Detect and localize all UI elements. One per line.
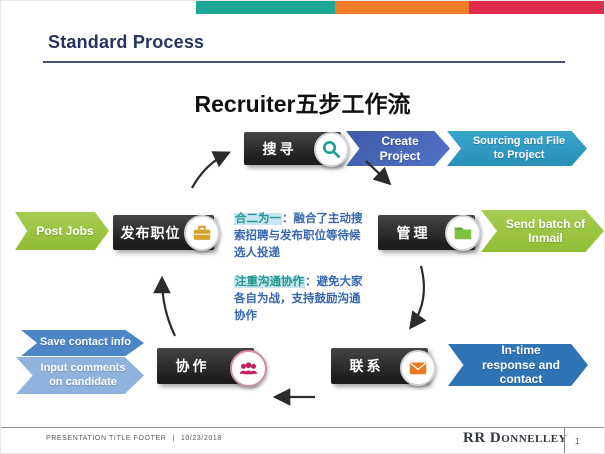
search-badge <box>314 132 349 167</box>
footer-date: 10/23/2018 <box>180 435 222 442</box>
brand-logo: RR Donnelley <box>463 430 567 446</box>
note-merge-highlight: 合二为一 <box>234 213 282 225</box>
ribbon-send-batch-label: Send batch of Inmail <box>505 216 586 245</box>
ribbon-post-jobs-label: Post Jobs <box>36 223 94 238</box>
contact-badge <box>400 350 436 386</box>
step-label-manage: 管理 <box>396 224 431 241</box>
step-label-collaborate: 协作 <box>175 358 210 374</box>
manage-badge <box>445 215 481 251</box>
ribbon-post-jobs: Post Jobs <box>15 212 109 250</box>
mail-icon <box>409 362 427 375</box>
ribbon-send-batch: Send batch of Inmail <box>481 210 604 252</box>
briefcase-icon <box>193 225 211 240</box>
accent-bar-teal <box>196 1 335 14</box>
ribbon-save-contact: Save contact info <box>21 330 144 356</box>
note-merge: 合二为一：融合了主动搜索招聘与发布职位等待候选人投递 <box>234 211 371 262</box>
step-label-post-jobs: 发布职位 <box>120 224 181 241</box>
ribbon-in-time: In-time response and contact <box>448 344 588 386</box>
page-title: Standard Process <box>48 32 205 52</box>
step-label-contact: 联系 <box>349 358 384 374</box>
ribbon-input-comments-label: Input comments on candidate <box>40 362 126 388</box>
arrow-manage-to-contact <box>409 265 427 330</box>
accent-bar-orange <box>335 1 469 14</box>
footer-divider <box>564 427 565 453</box>
ribbon-sourcing: Sourcing and File to Project <box>447 131 587 166</box>
title-underline <box>43 61 565 63</box>
magnifier-icon <box>322 140 341 159</box>
arrow-collaborate-to-postjobs <box>153 275 176 337</box>
diagram-heading: Recruiter五步工作流 <box>194 91 411 117</box>
ribbon-sourcing-label: Sourcing and File to Project <box>472 135 566 161</box>
people-icon <box>239 362 258 375</box>
folder-icon <box>454 227 472 240</box>
page-number: 1 <box>575 437 580 446</box>
step-label-search: 搜寻 <box>262 140 297 157</box>
note-merge-body: ：融合了主动搜索招聘与发布职位等待候选人投递 <box>234 213 363 259</box>
ribbon-save-contact-label: Save contact info <box>39 336 132 349</box>
ribbon-in-time-label: In-time response and contact <box>481 343 561 387</box>
footer-text: PRESENTATION TITLE FOOTER | 10/23/2018 <box>46 435 222 442</box>
center-notes: 合二为一：融合了主动搜索招聘与发布职位等待候选人投递 注重沟通协作：避免大家各自… <box>234 211 371 325</box>
ribbon-input-comments: Input comments on candidate <box>16 357 144 394</box>
note-collaboration-highlight: 注重沟通协作 <box>234 276 305 288</box>
ribbon-create-project: Create Project <box>346 131 450 166</box>
accent-bar-red <box>469 1 604 14</box>
footer-separator: | <box>172 435 175 442</box>
footer-rule <box>1 427 604 428</box>
ribbon-create-project-label: Create Project <box>379 134 421 163</box>
arrow-postjobs-to-search <box>191 151 231 189</box>
collaborate-badge <box>230 350 267 387</box>
note-collaboration: 注重沟通协作：避免大家各自为战，支持鼓励沟通协作 <box>234 274 371 325</box>
post-jobs-badge <box>184 215 220 251</box>
footer-title: PRESENTATION TITLE FOOTER <box>46 435 167 442</box>
note-collaboration-body: ：避免大家各自为战，支持鼓励沟通协作 <box>234 276 363 322</box>
